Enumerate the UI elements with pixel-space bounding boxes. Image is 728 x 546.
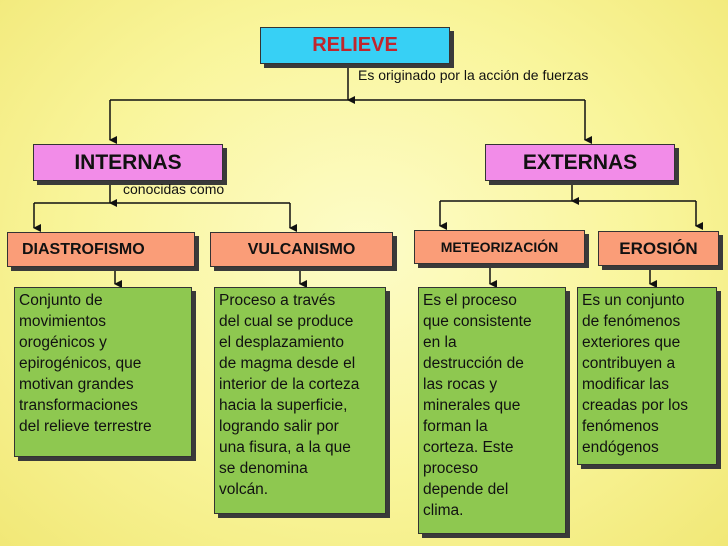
desc-diastrofismo: Conjunto de movimientos orogénicos y epi… <box>14 287 192 457</box>
node-diastrofismo: DIASTROFISMO <box>7 232 195 267</box>
node-erosion-label: EROSIÓN <box>619 238 698 258</box>
node-internas-label: INTERNAS <box>74 150 182 174</box>
node-diastrofismo-label: DIASTROFISMO <box>22 240 145 258</box>
node-internas: INTERNAS <box>33 144 223 181</box>
node-relieve-label: RELIEVE <box>312 34 398 56</box>
node-meteorizacion: METEORIZACIÓN <box>414 230 585 264</box>
node-externas: EXTERNAS <box>485 144 675 181</box>
desc-erosion: Es un conjunto de fenómenos exteriores q… <box>577 287 717 465</box>
desc-vulcanismo: Proceso a través del cual se produce el … <box>214 287 386 514</box>
node-vulcanismo-label: VULCANISMO <box>247 240 356 258</box>
node-externas-label: EXTERNAS <box>522 150 638 174</box>
edge-label-conocidas: conocidas como <box>123 181 225 197</box>
node-relieve: RELIEVE <box>260 27 450 64</box>
edge-label-originado: Es originado por la acción de fuerzas <box>358 67 589 83</box>
desc-meteorizacion: Es el proceso que consistente en la dest… <box>418 287 566 534</box>
node-meteorizacion-label: METEORIZACIÓN <box>440 239 559 255</box>
node-erosion: EROSIÓN <box>598 231 719 266</box>
node-vulcanismo: VULCANISMO <box>210 232 393 267</box>
